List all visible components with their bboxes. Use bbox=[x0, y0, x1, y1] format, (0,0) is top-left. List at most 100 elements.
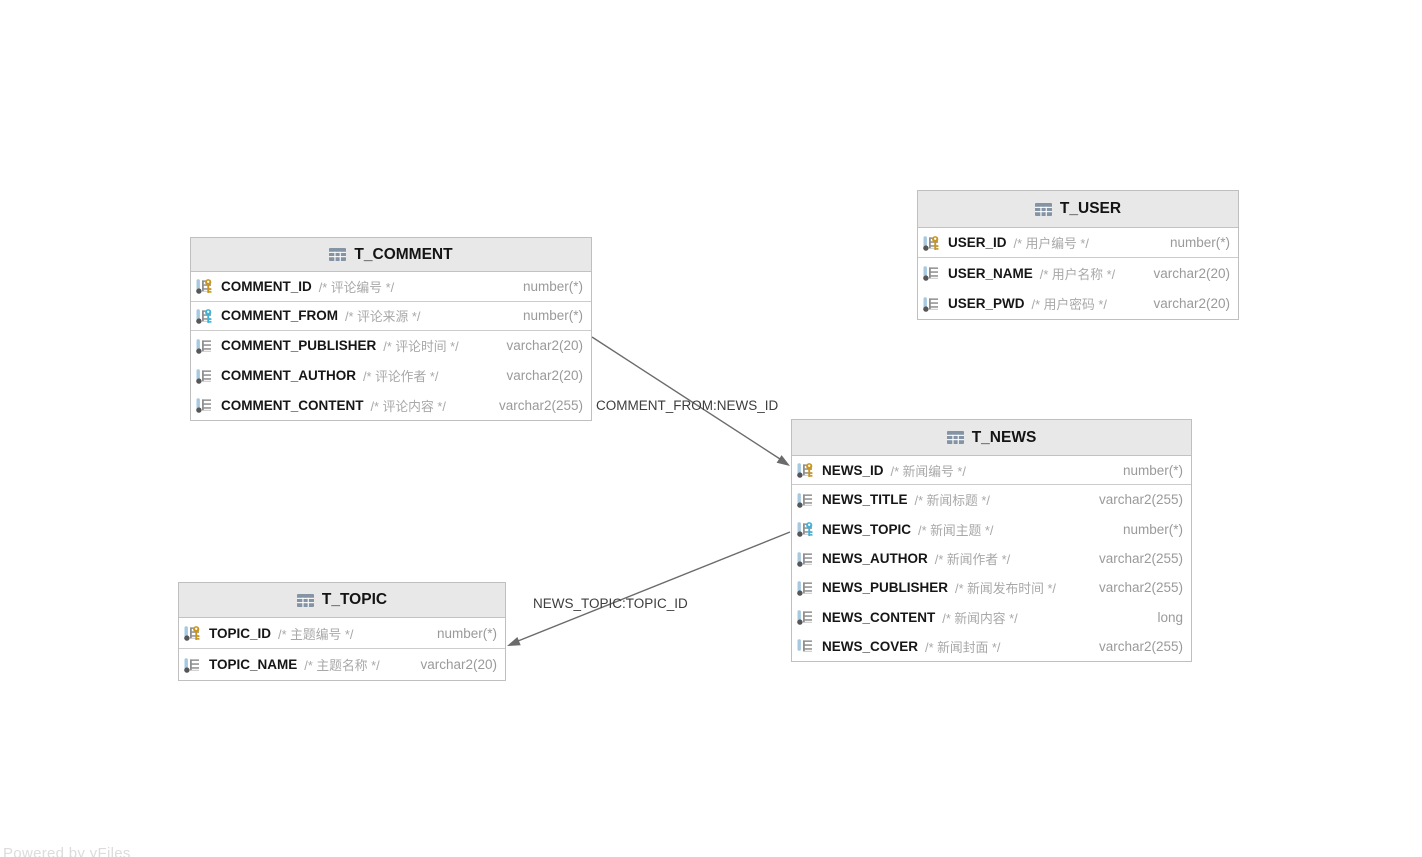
column-comment: /* 评论作者 */ bbox=[363, 369, 439, 385]
column-row-user_id[interactable]: USER_ID /* 用户编号 */ number(*) bbox=[918, 228, 1238, 259]
column-comment: /* 用户名称 */ bbox=[1039, 266, 1116, 282]
column-comment: /* 用户编号 */ bbox=[1013, 236, 1089, 252]
column-row-news_content[interactable]: NEWS_CONTENT /* 新闻内容 */ long bbox=[792, 602, 1191, 631]
table-icon bbox=[1034, 201, 1052, 217]
column-icon bbox=[196, 397, 218, 413]
column-name: TOPIC_ID bbox=[209, 625, 272, 641]
column-comment: /* 评论来源 */ bbox=[345, 309, 421, 325]
column-name: NEWS_TITLE bbox=[822, 492, 908, 508]
column-row-user_name[interactable]: USER_NAME /* 用户名称 */ varchar2(20) bbox=[918, 258, 1238, 288]
column-type: varchar2(255) bbox=[1098, 492, 1183, 508]
column-row-news_title[interactable]: NEWS_TITLE/* 新闻标题 */varchar2(255) bbox=[792, 485, 1191, 514]
column-comment: /* 新闻封面 */ bbox=[925, 639, 1001, 655]
table-icon bbox=[296, 592, 314, 608]
column-comment: /* 主题编号 */ bbox=[278, 626, 354, 642]
table-rows: USER_ID /* 用户编号 */ number(*) USER_NAME /* 用户… bbox=[918, 228, 1238, 319]
column-name: NEWS_AUTHOR bbox=[822, 551, 928, 567]
column-type: varchar2(20) bbox=[420, 657, 497, 672]
column-comment: /* 主题名称 */ bbox=[304, 658, 380, 673]
column-row-news_cover[interactable]: NEWS_COVER/* 新闻封面 */varchar2(255) bbox=[792, 632, 1191, 661]
table-header[interactable]: T_USER bbox=[918, 191, 1238, 228]
relation-label-comment-from-news-id: COMMENT_FROM:NEWS_ID bbox=[596, 398, 779, 413]
column-row-comment_content[interactable]: COMMENT_CONTENT /* 评论内容 */ varchar2(255) bbox=[191, 390, 591, 420]
column-type: varchar2(20) bbox=[1153, 265, 1230, 281]
column-row-comment_from[interactable]: COMMENT_FROM /* 评论来源 */ number(*) bbox=[191, 302, 591, 332]
watermark-link[interactable]: Powered by yFiles bbox=[3, 845, 131, 857]
column-type: number(*) bbox=[1122, 462, 1183, 478]
table-t-news[interactable]: T_NEWS NEWS_ID/* 新闻编号 */number(*)NEWS_TI… bbox=[791, 419, 1192, 663]
foreign-key-icon bbox=[797, 521, 819, 538]
column-icon bbox=[797, 492, 819, 508]
table-header[interactable]: T_NEWS bbox=[792, 420, 1191, 456]
primary-key-icon bbox=[196, 278, 218, 295]
column-name: COMMENT_AUTHOR bbox=[221, 368, 356, 384]
column-icon bbox=[797, 580, 819, 596]
column-type: number(*) bbox=[522, 308, 583, 324]
column-type: varchar2(255) bbox=[1098, 580, 1183, 596]
column-icon bbox=[196, 338, 218, 354]
table-rows: NEWS_ID/* 新闻编号 */number(*)NEWS_TITLE/* 新… bbox=[792, 456, 1191, 661]
column-row-comment_author[interactable]: COMMENT_AUTHOR /* 评论作者 */ varchar2(20) bbox=[191, 361, 591, 391]
primary-key-icon bbox=[923, 235, 945, 251]
column-type: varchar2(20) bbox=[506, 338, 583, 354]
table-title: T_NEWS bbox=[971, 428, 1037, 446]
column-icon bbox=[196, 368, 218, 384]
nullable-column-icon bbox=[797, 638, 819, 654]
relation-arrow-news-topic-topic-id bbox=[507, 531, 791, 646]
column-row-comment_id[interactable]: COMMENT_ID/* 评论编号 */number(*) bbox=[191, 272, 591, 302]
column-name: NEWS_CONTENT bbox=[822, 609, 936, 625]
column-type: number(*) bbox=[522, 278, 583, 294]
foreign-key-icon bbox=[196, 308, 218, 324]
column-name: USER_NAME bbox=[948, 265, 1033, 281]
column-name: USER_ID bbox=[948, 235, 1007, 251]
column-row-topic_name[interactable]: TOPIC_NAME /* 主题名称 */ varchar2(20) bbox=[179, 649, 505, 680]
column-comment: /* 评论内容 */ bbox=[370, 398, 446, 414]
column-icon bbox=[923, 265, 945, 282]
column-row-news_publisher[interactable]: NEWS_PUBLISHER/* 新闻发布时间 */varchar2(255) bbox=[792, 573, 1191, 602]
column-comment: /* 评论时间 */ bbox=[383, 339, 459, 355]
column-row-news_id[interactable]: NEWS_ID/* 新闻编号 */number(*) bbox=[792, 456, 1191, 486]
column-row-comment_publisher[interactable]: COMMENT_PUBLISHER/* 评论时间 */varchar2(20) bbox=[191, 331, 591, 361]
column-type: number(*) bbox=[1122, 521, 1183, 537]
table-icon bbox=[329, 247, 347, 263]
column-name: NEWS_PUBLISHER bbox=[822, 580, 949, 596]
table-header[interactable]: T_COMMENT bbox=[191, 238, 591, 272]
column-name: TOPIC_NAME bbox=[209, 657, 298, 672]
column-icon bbox=[797, 551, 819, 567]
column-row-topic_id[interactable]: TOPIC_ID /* 主题编号 */ number(*) bbox=[179, 618, 505, 649]
column-comment: /* 新闻主题 */ bbox=[918, 522, 994, 538]
table-title: T_USER bbox=[1059, 200, 1122, 217]
column-type: long bbox=[1157, 609, 1183, 625]
primary-key-icon bbox=[797, 462, 819, 478]
column-row-news_author[interactable]: NEWS_AUTHOR /* 新闻作者 */ varchar2(255) bbox=[792, 544, 1191, 573]
table-t-comment[interactable]: T_COMMENT COMMENT_ID/* 评论编号 */number(*)C… bbox=[190, 237, 592, 421]
column-type: number(*) bbox=[436, 625, 497, 641]
table-rows: TOPIC_ID /* 主题编号 */ number(*) TOPIC_NAME /* … bbox=[179, 618, 505, 680]
table-header[interactable]: T_TOPIC bbox=[179, 583, 505, 618]
column-icon bbox=[797, 609, 819, 625]
table-t-topic[interactable]: T_TOPIC TOPIC_ID/* 主题编号 */number(*)TOPIC… bbox=[178, 582, 506, 681]
column-name: NEWS_COVER bbox=[822, 638, 919, 654]
column-name: COMMENT_CONTENT bbox=[221, 397, 364, 413]
column-type: varchar2(20) bbox=[1153, 296, 1230, 312]
column-name: COMMENT_ID bbox=[221, 278, 312, 294]
table-title: T_TOPIC bbox=[321, 591, 388, 608]
primary-key-icon bbox=[184, 625, 206, 641]
column-row-news_topic[interactable]: NEWS_TOPIC/* 新闻主题 */number(*) bbox=[792, 515, 1191, 544]
column-comment: /* 新闻内容 */ bbox=[942, 610, 1018, 626]
column-name: COMMENT_FROM bbox=[221, 308, 338, 324]
column-icon bbox=[923, 296, 945, 312]
column-name: NEWS_ID bbox=[822, 462, 884, 478]
column-type: varchar2(255) bbox=[1098, 551, 1183, 567]
table-rows: COMMENT_ID/* 评论编号 */number(*)COMMENT_FRO… bbox=[191, 272, 591, 420]
table-t-user[interactable]: T_USER USER_ID /* 用户编号 */ number(*) USER_NA… bbox=[917, 190, 1239, 320]
column-type: varchar2(255) bbox=[498, 397, 583, 413]
column-row-user_pwd[interactable]: USER_PWD/* 用户密码 */varchar2(20) bbox=[918, 289, 1238, 319]
column-type: number(*) bbox=[1169, 235, 1230, 251]
table-title: T_COMMENT bbox=[354, 245, 453, 263]
column-comment: /* 新闻作者 */ bbox=[934, 552, 1011, 568]
relation-label-news-topic-topic-id: NEWS_TOPIC:TOPIC_ID bbox=[533, 596, 688, 611]
column-type: varchar2(20) bbox=[506, 368, 583, 384]
